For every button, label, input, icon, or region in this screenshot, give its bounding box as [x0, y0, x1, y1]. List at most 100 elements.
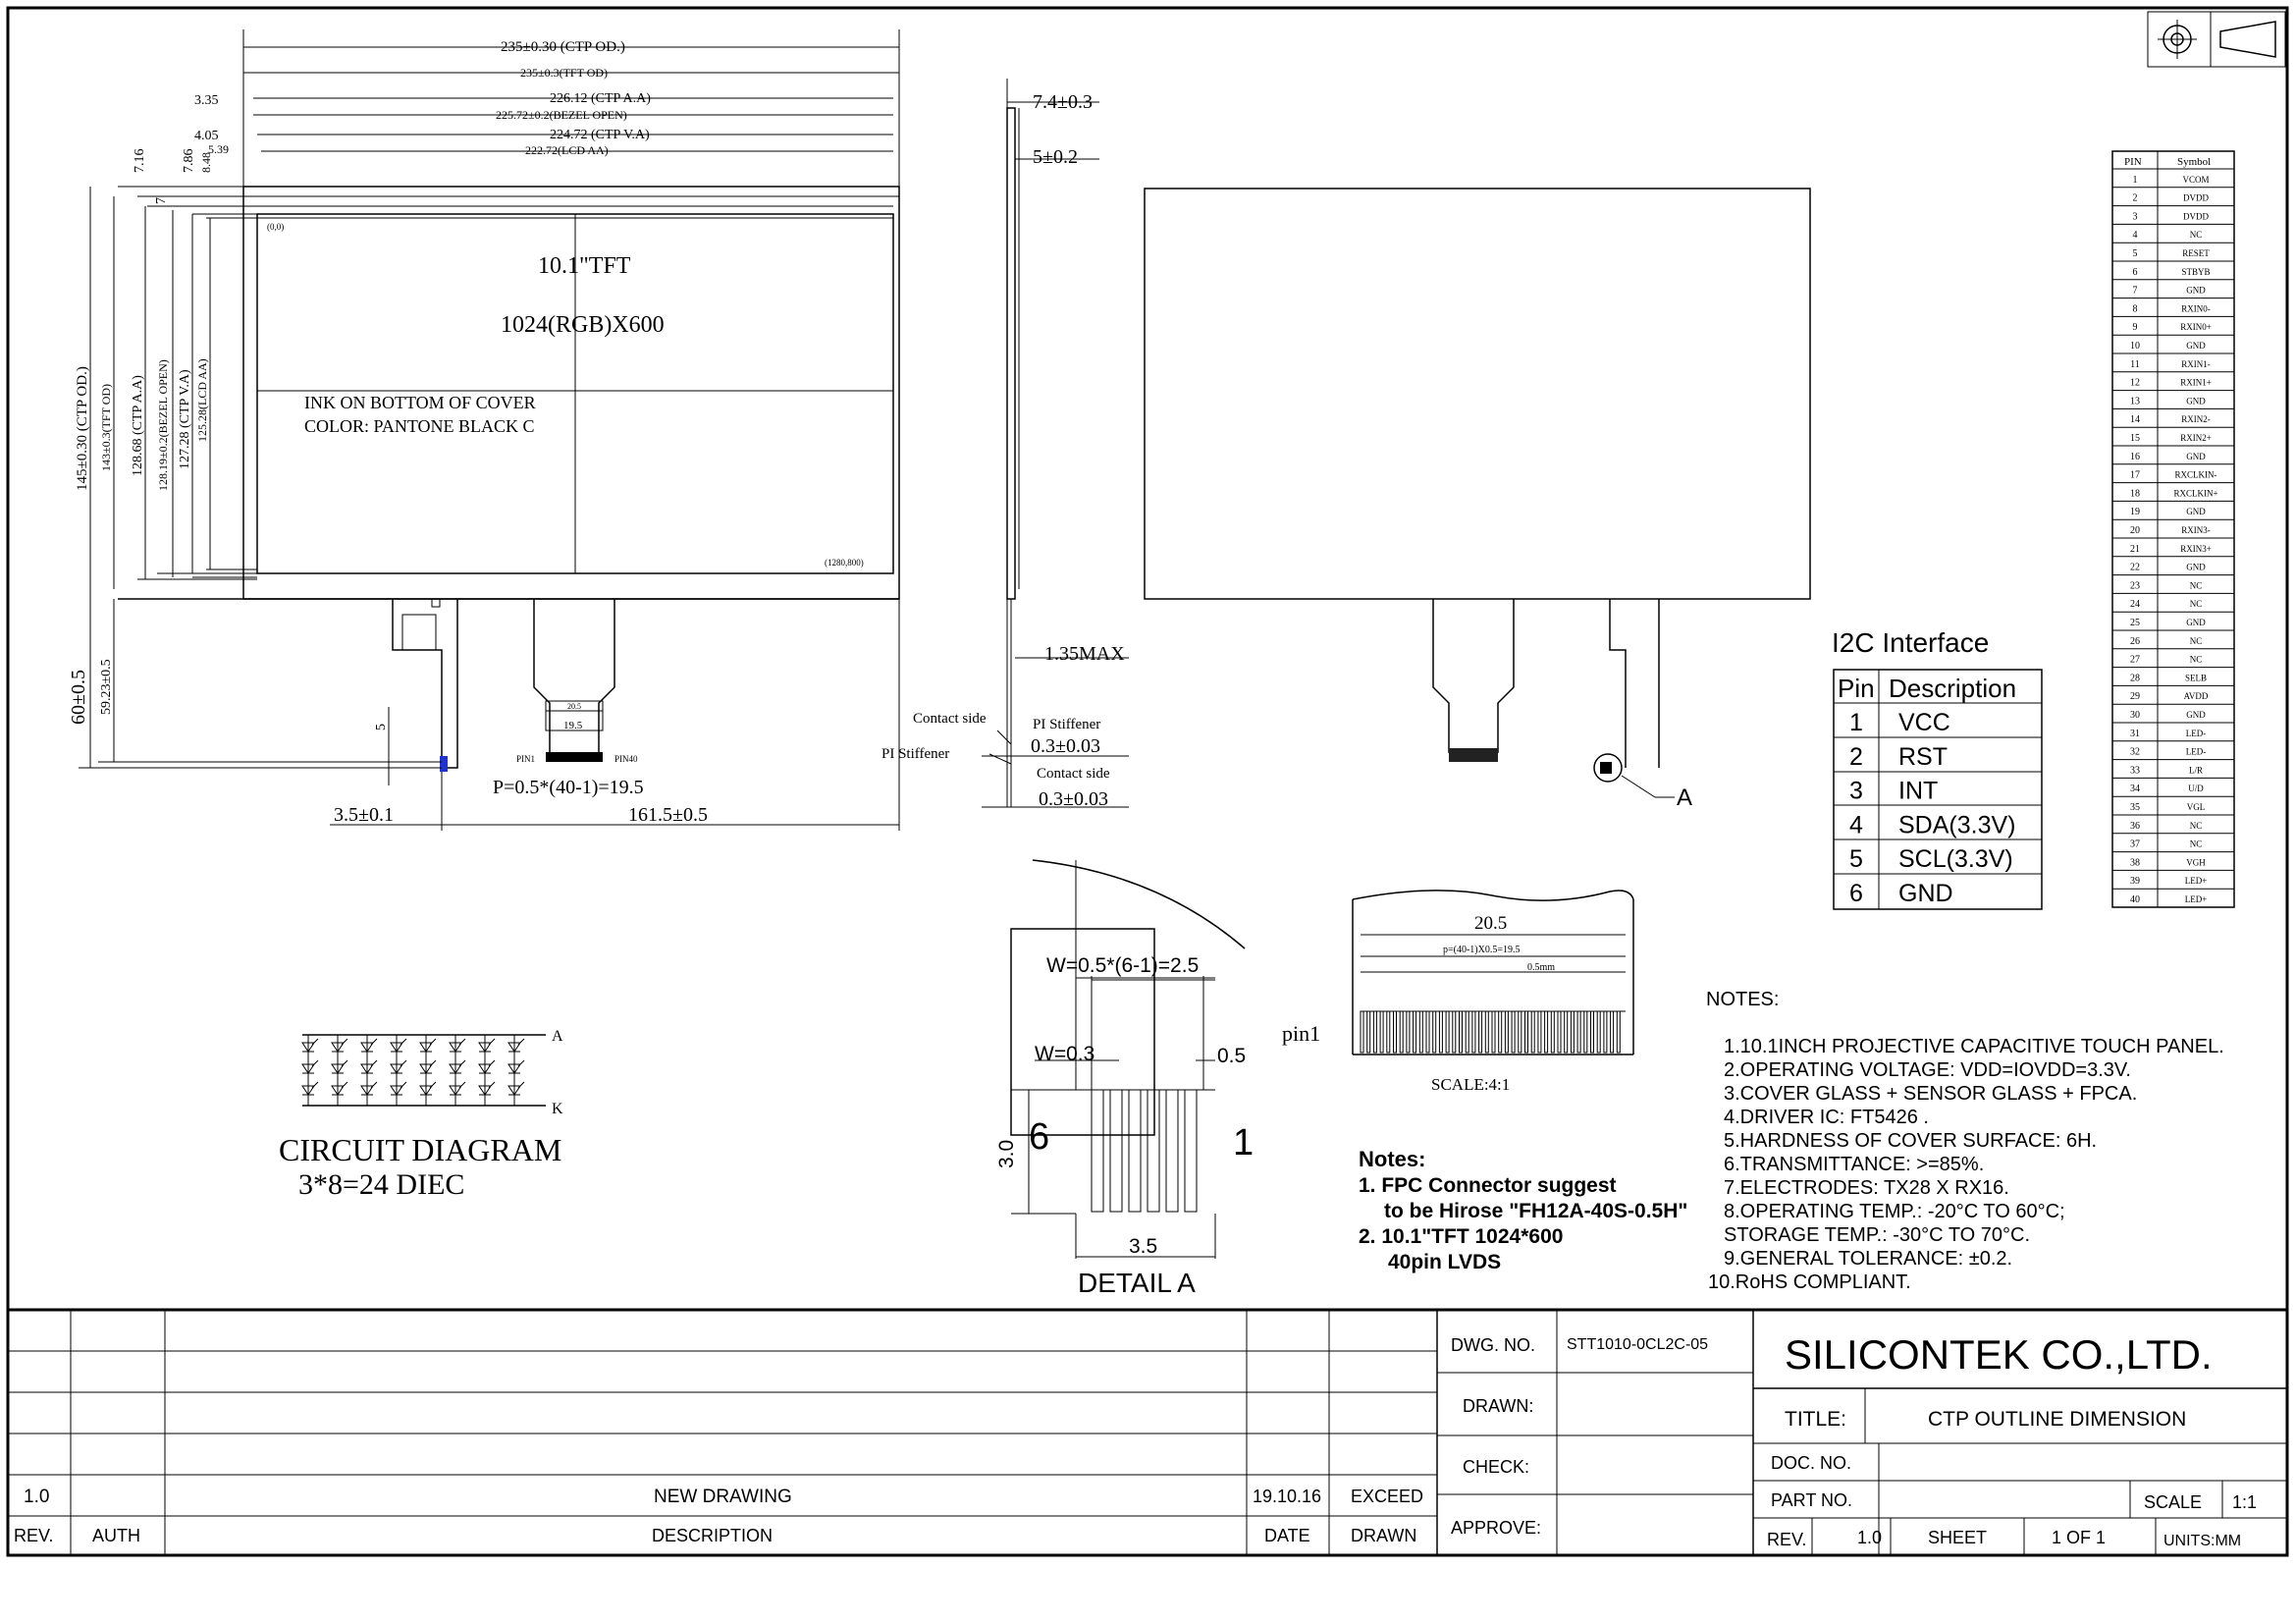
- detail-w-total: W=0.5*(6-1)=2.5: [1046, 954, 1199, 977]
- pin-symbol: RXIN3+: [2180, 544, 2212, 554]
- rev-date: 19.10.16: [1253, 1487, 1321, 1506]
- panel-title: 10.1"TFT: [538, 253, 631, 279]
- fpc-finger: [1459, 1010, 1463, 1054]
- led-diode-icon: [360, 1059, 378, 1074]
- pin-symbol: RXIN1+: [2180, 378, 2212, 388]
- pin-number: 35: [2130, 802, 2140, 813]
- pin-number: 27: [2130, 655, 2140, 666]
- led-diode-icon: [449, 1081, 466, 1096]
- fpc-finger: [1366, 1010, 1371, 1054]
- fpc-height: 60±0.5: [68, 670, 89, 725]
- node-a: A: [552, 1028, 563, 1045]
- detail-width: 3.5: [1129, 1235, 1157, 1258]
- fpc-detail-w1: 20.5: [1474, 913, 1507, 934]
- fpc-finger: [1360, 1010, 1364, 1054]
- i2c-desc: RST: [1898, 743, 1948, 771]
- fpc-detail-pin1: pin1: [1282, 1021, 1320, 1046]
- sheet-label: SHEET: [1928, 1528, 1987, 1547]
- i2c-desc: VCC: [1898, 709, 1950, 736]
- i2c-pin: 5: [1849, 845, 1863, 873]
- led-diode-icon: [331, 1038, 348, 1053]
- fpc-finger: [1564, 1010, 1569, 1054]
- fpc-finger: [1511, 1010, 1516, 1054]
- led-diode-icon: [331, 1059, 348, 1074]
- led-array: [301, 1035, 525, 1106]
- i2c-header-desc: Description: [1889, 674, 2016, 703]
- units: UNITS:MM: [2163, 1533, 2241, 1549]
- dim-v-bezel-open: 128.19±0.2(BEZEL OPEN): [156, 359, 170, 491]
- pin-symbol: GND: [2186, 563, 2206, 572]
- dim-ctp-va: 224.72 (CTP V.A): [550, 128, 650, 142]
- i2c-header-pin: Pin: [1838, 674, 1875, 703]
- led-diode-icon: [331, 1081, 348, 1096]
- led-diode-icon: [419, 1081, 437, 1096]
- pin-symbol: RXIN2-: [2181, 414, 2211, 424]
- side-d2: 5±0.2: [1033, 146, 1078, 168]
- scale-label: SCALE: [2144, 1492, 2202, 1512]
- pin-symbol: LED-: [2186, 729, 2207, 738]
- i2c-desc: SCL(3.3V): [1898, 845, 2013, 873]
- circuit-subtitle: 3*8=24 DIEC: [298, 1168, 464, 1201]
- i2c-pin: 6: [1849, 880, 1863, 907]
- pin-number: 4: [2133, 230, 2138, 241]
- drawing-title: CTP OUTLINE DIMENSION: [1928, 1408, 2186, 1431]
- i2c-pin: 1: [1849, 709, 1863, 736]
- fpc-end-detail: 20.5 p=(40-1)X0.5=19.5 0.5mm pin1 SCALE:…: [1282, 890, 1634, 1094]
- led-diode-icon: [419, 1059, 437, 1074]
- detail-height: 3.0: [995, 1140, 1018, 1168]
- pin-number: 9: [2133, 322, 2138, 333]
- pin-number: 5: [2133, 248, 2138, 259]
- note-line: 3.COVER GLASS + SENSOR GLASS + FPCA.: [1724, 1083, 2137, 1105]
- dwg-no: STT1010-0CL2C-05: [1567, 1336, 1708, 1353]
- note-line: 1.10.1INCH PROJECTIVE CAPACITIVE TOUCH P…: [1724, 1036, 2224, 1057]
- pin-symbol: AVDD: [2184, 691, 2209, 701]
- notes-bold-l2: to be Hirose "FH12A-40S-0.5H": [1384, 1200, 1687, 1222]
- approve-label: APPROVE:: [1451, 1518, 1541, 1538]
- pin-symbol: LED+: [2185, 894, 2208, 904]
- led-diode-icon: [301, 1081, 319, 1096]
- pin-number: 39: [2130, 876, 2140, 887]
- rev-desc: NEW DRAWING: [654, 1487, 792, 1507]
- company-name: SILICONTEK CO.,LTD.: [1785, 1331, 2213, 1378]
- rear-label-a: A: [1677, 784, 1692, 811]
- pin-number: 19: [2130, 507, 2140, 517]
- dim-4-05: 4.05: [194, 129, 219, 143]
- pin-number: 34: [2130, 784, 2140, 794]
- fpc-finger: [1603, 1010, 1608, 1054]
- offset-left: 3.5±0.1: [334, 804, 394, 826]
- connector-notes: Notes: 1. FPC Connector suggest to be Hi…: [1359, 1147, 1687, 1273]
- i2c-pin: 3: [1849, 778, 1863, 805]
- rev-value: 1.0: [24, 1487, 49, 1507]
- fpc-detail-scale: SCALE:4:1: [1431, 1075, 1510, 1094]
- ink-note-2: COLOR: PANTONE BLACK C: [304, 416, 535, 436]
- pin-number: 16: [2130, 452, 2140, 462]
- fpc-finger: [1616, 1010, 1621, 1054]
- led-diode-icon: [419, 1038, 437, 1053]
- pin-number: 10: [2130, 341, 2140, 352]
- note-line: STORAGE TEMP.: -30°C TO 70°C.: [1724, 1224, 2030, 1246]
- fpc-finger: [1550, 1010, 1555, 1054]
- side-d3: 1.35MAX: [1044, 643, 1125, 665]
- led-diode-icon: [449, 1038, 466, 1053]
- pin-symbol: RESET: [2182, 248, 2210, 258]
- notes-bold-title: Notes:: [1359, 1147, 1425, 1171]
- pin-symbol: NC: [2190, 580, 2203, 590]
- pin-number: 1: [2133, 175, 2138, 186]
- dim-ctp-od: 235±0.30 (CTP OD.): [501, 39, 625, 55]
- dim-tft-od: 235±0.3(TFT OD): [520, 66, 608, 80]
- pin1-label: PIN1: [516, 754, 535, 764]
- drawn-label: DRAWN:: [1463, 1396, 1533, 1416]
- pin-number: 22: [2130, 563, 2140, 573]
- note-line: 10.RoHS COMPLIANT.: [1708, 1271, 1911, 1293]
- pin-symbol: NC: [2190, 599, 2203, 609]
- note-line: 8.OPERATING TEMP.: -20°C TO 60°C;: [1724, 1201, 2065, 1222]
- header-auth: AUTH: [92, 1526, 140, 1545]
- pin-symbol: LED+: [2185, 876, 2208, 886]
- detail-w-pin: W=0.3: [1035, 1043, 1095, 1065]
- dim-5-39: 5.39: [208, 142, 229, 156]
- detail-pin: [1128, 1089, 1142, 1213]
- sheet-value: 1 OF 1: [2052, 1528, 2106, 1547]
- title-block: 1.0 NEW DRAWING 19.10.16 EXCEED REV. AUT…: [8, 1308, 2287, 1555]
- fpc-finger: [1465, 1010, 1469, 1054]
